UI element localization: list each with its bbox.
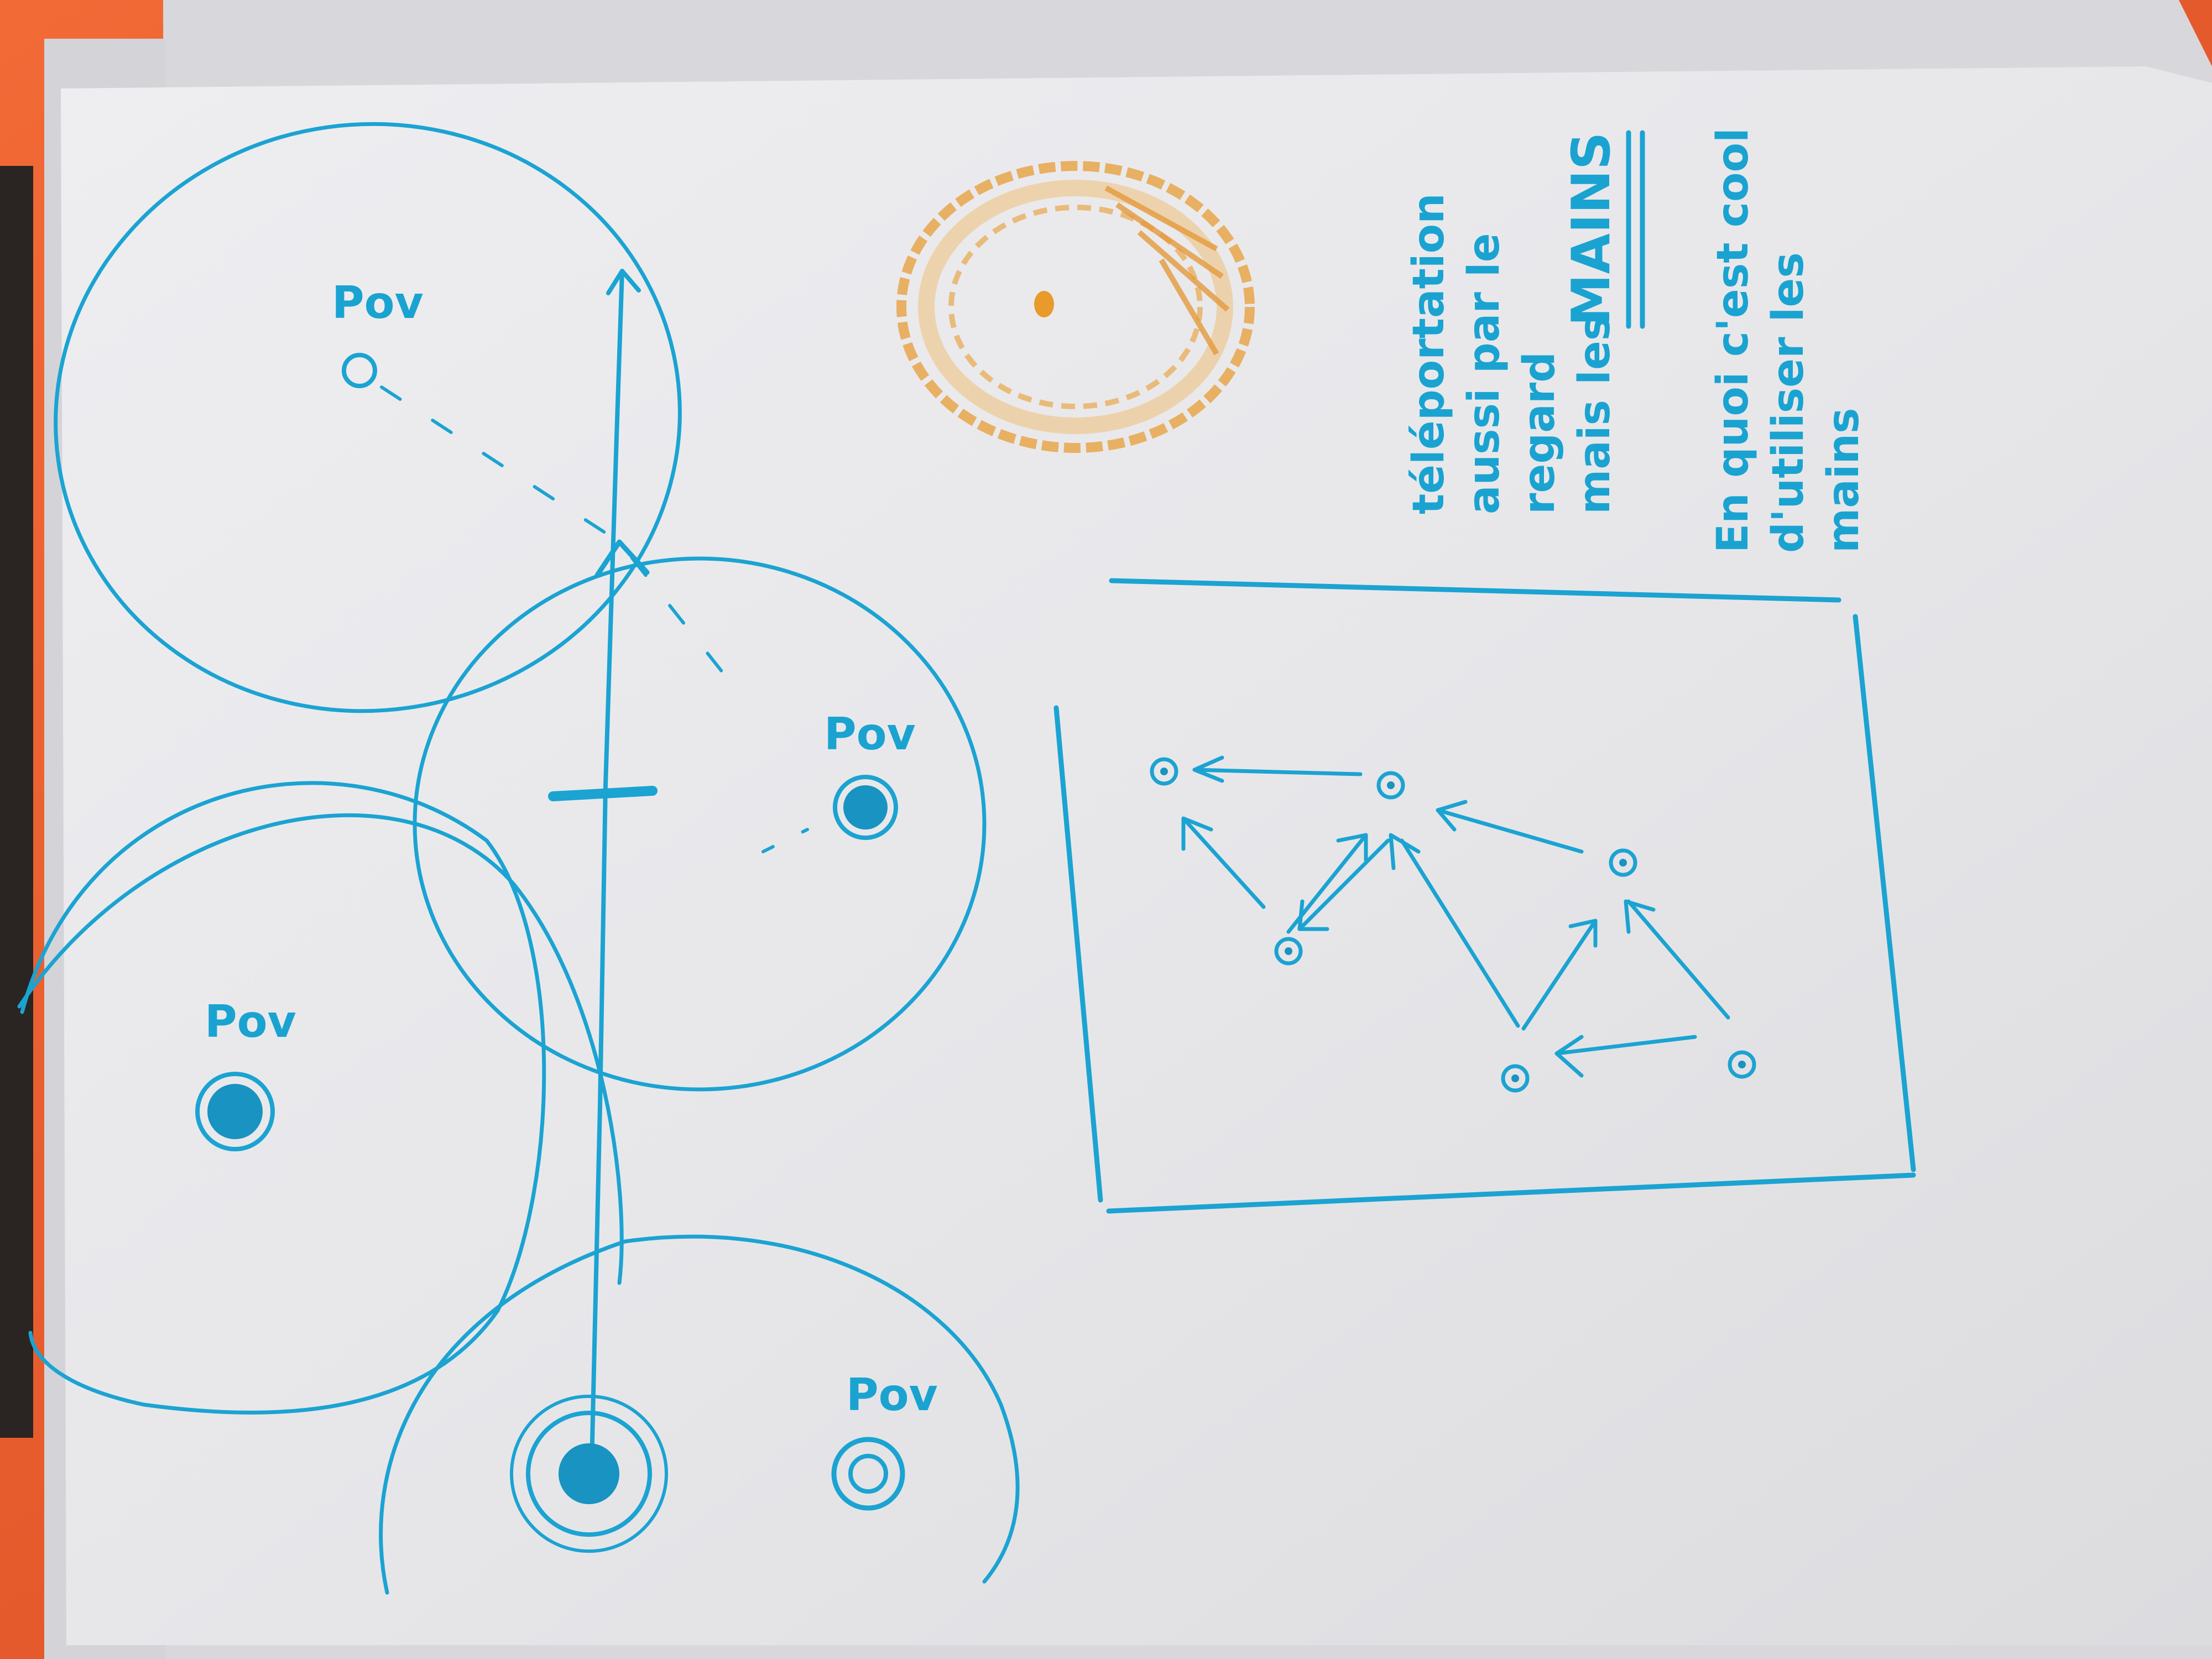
pov-point-middle-ring <box>833 775 898 840</box>
start-point-ring <box>526 1411 652 1537</box>
note2-line-2: d'utiliser les <box>1764 252 1813 553</box>
crayon-center-dot <box>1034 291 1054 317</box>
node-6 <box>1728 1050 1756 1079</box>
edge-a-head <box>1192 755 1224 783</box>
graph-frame <box>1053 578 1916 1214</box>
pov-circles: Pov Pov Pov Pov <box>17 122 1020 1595</box>
node-2-dot <box>1387 781 1395 789</box>
pov-point-left <box>207 1084 263 1139</box>
edge-c-head <box>1336 833 1368 862</box>
edge-a <box>1192 768 1363 776</box>
node-1-dot <box>1160 768 1168 775</box>
node-4 <box>1274 937 1303 966</box>
note-teleport: téléportation aussi par le regard mais l… <box>1404 130 1645 514</box>
node-1 <box>1150 757 1178 786</box>
arrow-mid-head <box>594 539 650 578</box>
pov-label-top: Pov <box>332 277 424 328</box>
note-emphasis: MAINS <box>1561 132 1622 326</box>
edge-g-head <box>1568 919 1598 948</box>
edge-f <box>1436 808 1584 854</box>
edge-d <box>1297 838 1390 931</box>
dark-left-edge <box>0 166 33 1438</box>
edge-b <box>1181 816 1266 909</box>
node-4-dot <box>1285 947 1292 955</box>
edge-i-head <box>1554 1035 1584 1078</box>
node-3-dot <box>1619 859 1627 867</box>
edge-f-head <box>1436 800 1468 832</box>
edge-d-head <box>1297 899 1329 931</box>
pov-point-bottom-right-inner <box>848 1454 888 1494</box>
edge-b-head <box>1181 816 1213 851</box>
edge-e-head <box>1389 833 1421 870</box>
crayon-hatch <box>1104 185 1230 356</box>
node-2 <box>1376 771 1405 800</box>
edge-h-head <box>1624 899 1656 934</box>
crayon-ring <box>896 161 1255 453</box>
pov-point-left-ring <box>195 1072 275 1151</box>
node-3 <box>1609 848 1637 877</box>
note-line-1: téléportation <box>1404 193 1454 514</box>
crayon-ring-inner <box>948 205 1203 409</box>
teleport-path <box>589 269 624 1468</box>
pov-label-middle: Pov <box>824 708 916 760</box>
crayon-ring-outer <box>896 161 1255 453</box>
note2-line-1: En quoi c'est cool <box>1708 128 1758 553</box>
edge-i <box>1554 1035 1697 1056</box>
dashed-short <box>761 828 809 853</box>
graph-nodes <box>1150 757 1756 1093</box>
edge-h <box>1626 899 1730 1020</box>
graph-box <box>1053 578 1916 1214</box>
teleport-arrow-head <box>606 269 641 295</box>
circle-left <box>20 781 546 1415</box>
note2-line-3: mains <box>1819 408 1869 553</box>
node-5-dot <box>1511 1074 1519 1082</box>
pov-point-middle <box>843 785 888 830</box>
pov-point-top <box>342 353 377 388</box>
node-6-dot <box>1738 1061 1746 1068</box>
note-hands: En quoi c'est cool d'utiliser les mains <box>1708 128 1869 553</box>
start-point-ring-2 <box>510 1395 668 1553</box>
circle-top <box>54 122 682 713</box>
start-point <box>559 1443 619 1504</box>
graph-arrows <box>1181 755 1730 1078</box>
note-line-3: regard <box>1515 352 1564 514</box>
pov-label-left: Pov <box>205 996 296 1047</box>
pov-point-bottom-right <box>831 1437 905 1511</box>
tick-mark <box>548 786 658 801</box>
node-5 <box>1501 1064 1530 1093</box>
pov-label-bottom: Pov <box>846 1369 938 1421</box>
circle-bottom <box>379 1234 1020 1595</box>
edge-e <box>1400 838 1520 1028</box>
circle-left-outer <box>17 813 624 1285</box>
note-line-4: mais les <box>1570 315 1620 514</box>
edge-g <box>1521 919 1598 1031</box>
note-line-2: aussi par le <box>1459 233 1509 514</box>
